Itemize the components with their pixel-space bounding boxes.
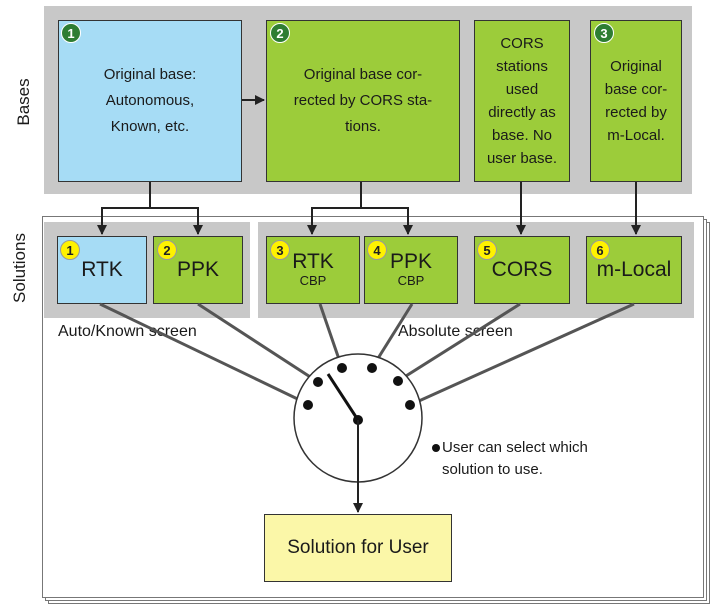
base-3-line-4: directly as: [488, 104, 556, 121]
base-box-cors-direct: CORS stations used directly as base. No …: [474, 20, 570, 182]
selection-note-line-1: User can select which: [442, 439, 588, 456]
solution-mlocal-label: m-Local: [596, 258, 672, 281]
base-4-line-4: m-Local.: [607, 127, 665, 144]
base-3-line-5: base. No: [491, 127, 553, 144]
base-2-line-1: Original base cor-: [303, 66, 423, 83]
arrow-base2-to-solutions: [307, 182, 413, 235]
solution-ppk-cbp-sub: CBP: [397, 273, 425, 288]
solution-badge-1: 1: [60, 240, 80, 260]
arrow-base1-to-solutions: [97, 182, 203, 235]
solution-rtk-cbp-sub: CBP: [299, 273, 327, 288]
selection-note-line-2: solution to use.: [442, 461, 543, 478]
base-box-original: Original base: Autonomous, Known, etc.: [58, 20, 242, 182]
base-1-line-2: Autonomous,: [105, 92, 195, 109]
solution-badge-4: 4: [367, 240, 387, 260]
base-3-line-1: CORS: [500, 35, 544, 52]
base-box-cors-corrected: Original base cor- rected by CORS sta- t…: [266, 20, 460, 182]
solution-cors-label: CORS: [491, 258, 553, 281]
switch-lever: [326, 373, 360, 421]
solution-rtk-cbp-label: RTK: [292, 250, 334, 273]
base-3-line-3: used: [505, 81, 539, 98]
solution-ppk: PPK: [153, 236, 243, 304]
solution-badge-3: 3: [270, 240, 290, 260]
base-4-line-2: base cor-: [604, 81, 668, 98]
solution-cors: CORS: [474, 236, 570, 304]
solution-badge-2: 2: [157, 240, 177, 260]
base-3-line-6: user base.: [486, 150, 558, 167]
base-box-mlocal-corrected: Original base cor- rected by m-Local.: [590, 20, 682, 182]
base-1-line-1: Original base:: [103, 66, 197, 83]
selection-note: User can select which solution to use.: [442, 437, 588, 481]
base-1-line-3: Known, etc.: [110, 118, 190, 135]
base-2-line-3: tions.: [345, 118, 381, 135]
base-3-line-2: stations: [496, 58, 548, 75]
base-badge-2: 2: [270, 23, 290, 43]
solution-rtk-label: RTK: [81, 258, 123, 281]
note-bullet: [432, 444, 440, 452]
solution-for-user-label: Solution for User: [287, 537, 429, 558]
solution-badge-6: 6: [590, 240, 610, 260]
solution-ppk-label: PPK: [176, 258, 220, 281]
switch-contacts: [303, 363, 415, 410]
base-badge-1: 1: [61, 23, 81, 43]
base-4-line-1: Original: [610, 58, 662, 75]
auto-known-screen-caption: Auto/Known screen: [58, 323, 197, 340]
solution-ppk-cbp-label: PPK: [389, 250, 433, 273]
base-2-line-2: rected by CORS sta-: [293, 92, 433, 109]
solution-badge-5: 5: [477, 240, 497, 260]
solution-for-user-box: Solution for User: [264, 514, 452, 582]
base-badge-3: 3: [594, 23, 614, 43]
base-4-line-3: rected by: [605, 104, 667, 121]
solution-mlocal: m-Local: [586, 236, 682, 304]
